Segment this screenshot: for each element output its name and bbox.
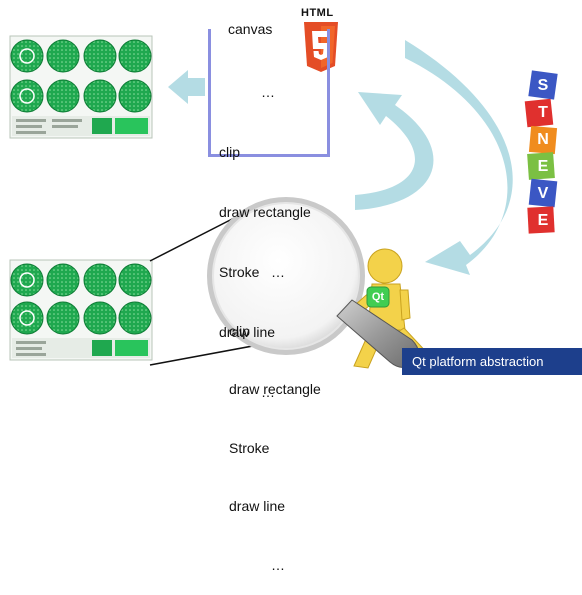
code-line: draw line <box>219 324 276 340</box>
code-line: Stroke <box>229 439 270 456</box>
events-letter: N <box>537 131 549 148</box>
qt-badge <box>366 286 390 308</box>
code-line: draw rectangle <box>219 204 311 220</box>
html5-word: HTML <box>301 7 334 19</box>
code-line: draw rectangle <box>229 381 321 397</box>
qt-platform-banner: Qt platform abstraction <box>402 348 582 375</box>
zoom-connector-top <box>149 214 241 262</box>
arrow-canvas-to-dashboard <box>168 70 205 104</box>
events-letter: V <box>537 185 549 202</box>
code-line: … <box>261 84 275 100</box>
code-line: draw line <box>229 498 286 514</box>
code-line: … <box>271 264 285 280</box>
code-line: clip <box>219 144 241 160</box>
arrow-magnifier-to-canvas <box>355 92 434 210</box>
code-line: … <box>271 556 285 573</box>
events-blocks <box>524 70 558 234</box>
events-letters: S T N E V E <box>530 72 556 234</box>
events-letter: T <box>538 104 548 121</box>
dashboard-thumbnail-top <box>9 35 153 139</box>
arrow-events-to-magnifier <box>405 40 513 275</box>
magnifier-lens <box>207 197 365 355</box>
events-letter: S <box>537 77 549 94</box>
events-letter: E <box>537 212 549 229</box>
dashboard-thumbnail-bottom <box>9 259 153 361</box>
qt-badge-label: Qt <box>371 291 385 303</box>
canvas-title: canvas <box>224 21 277 37</box>
events-letter: E <box>537 158 549 175</box>
code-line: clip <box>229 322 251 339</box>
code-line: Stroke <box>219 264 260 280</box>
magnifier-code-lines: … clip draw rectangle Stroke draw line … <box>229 224 321 595</box>
canvas-code-box <box>208 29 330 157</box>
